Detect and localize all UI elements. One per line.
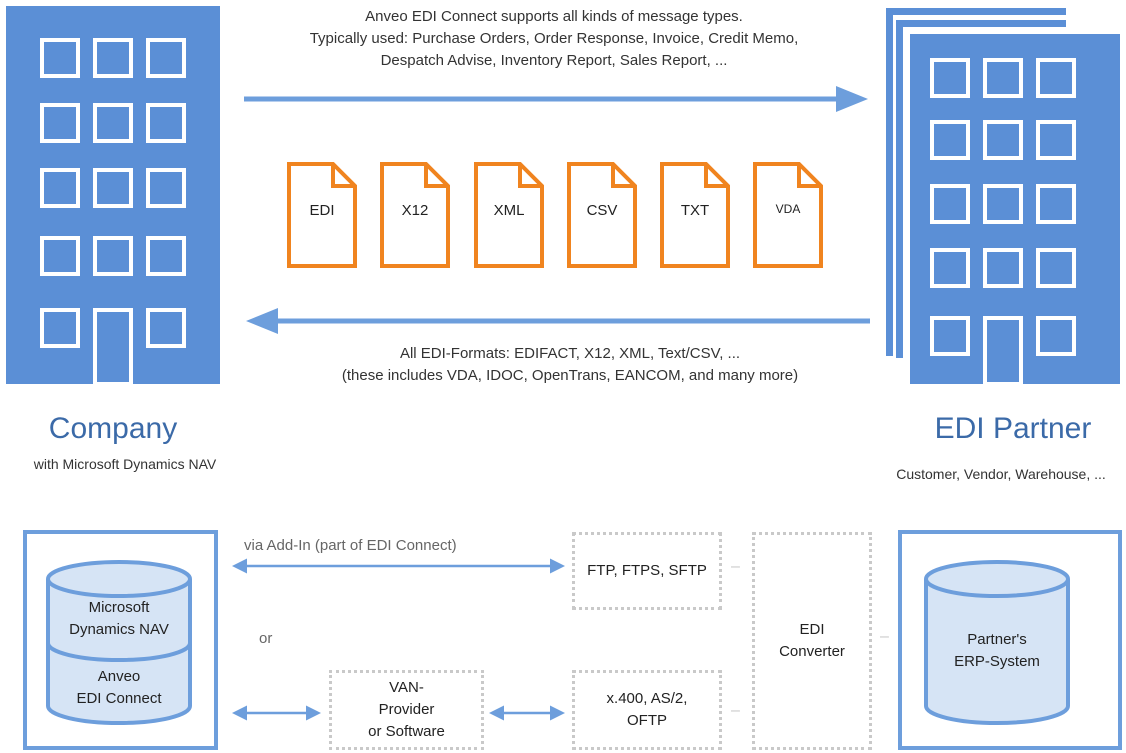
nav-db-top-line-2: Dynamics NAV — [69, 621, 169, 638]
file-label-edi: EDI — [309, 202, 335, 219]
van-provider-box: VAN- Provider or Software — [329, 670, 484, 750]
file-icon-xml — [474, 162, 544, 268]
ftp-box-label: FTP, FTPS, SFTP — [587, 562, 707, 579]
inbound-arrowhead — [246, 308, 278, 334]
file-label-csv: CSV — [586, 202, 618, 219]
nav-db-bottom-line-1: Anveo — [97, 668, 141, 685]
x400-box: x.400, AS/2, OFTP — [572, 670, 722, 750]
file-icon-vda — [753, 162, 823, 268]
converter-line-2: Converter — [779, 643, 845, 660]
outbound-arrowhead — [836, 86, 868, 112]
edi-converter-box: EDI Converter — [752, 532, 872, 750]
nav-database-icon — [46, 560, 192, 725]
partner-building-icon — [886, 8, 1120, 386]
message-types-line-2: Typically used: Purchase Orders, Order R… — [309, 30, 799, 47]
nav-db-bottom-label: Anveo EDI Connect — [48, 666, 190, 710]
company-subtitle: with Microsoft Dynamics NAV — [33, 456, 217, 472]
file-fold-xml — [518, 164, 542, 188]
file-icon-x12 — [380, 162, 450, 268]
edi-formats-line-2: (these includes VDA, IDOC, OpenTrans, EA… — [341, 367, 799, 384]
file-label-txt: TXT — [680, 202, 710, 219]
partner-erp-database-icon — [924, 560, 1070, 725]
format-files — [287, 162, 823, 268]
partner-system-frame — [898, 530, 1122, 750]
file-fold-edi — [331, 164, 355, 188]
file-icon-edi — [287, 162, 357, 268]
file-icon-csv — [567, 162, 637, 268]
or-label: or — [259, 630, 273, 647]
file-icon-txt — [660, 162, 730, 268]
company-building-icon — [6, 6, 220, 386]
partner-db-line-2: ERP-System — [954, 653, 1040, 670]
x400-line-1: x.400, AS/2, — [606, 690, 688, 707]
company-system-frame — [23, 530, 218, 750]
nav-db-top-line-1: Microsoft — [88, 599, 150, 616]
message-types-text: Anveo EDI Connect supports all kinds of … — [244, 6, 864, 72]
connector-dash-1: – — [731, 558, 740, 575]
partner-db-line-1: Partner's — [967, 631, 1027, 648]
partner-db-label: Partner's ERP-System — [926, 629, 1068, 673]
converter-line-1: EDI — [799, 621, 825, 638]
file-label-vda: VDA — [775, 202, 801, 216]
file-label-xml: XML — [493, 202, 525, 219]
van-line-2: Provider — [378, 701, 435, 718]
addin-label: via Add-In (part of EDI Connect) — [244, 537, 457, 554]
partner-subtitle: Customer, Vendor, Warehouse, ... — [896, 466, 1106, 482]
connector-dash-2: – — [731, 702, 740, 719]
company-title: Company — [48, 412, 178, 445]
ftp-box: FTP, FTPS, SFTP — [572, 532, 722, 610]
file-label-x12: X12 — [401, 202, 429, 219]
connector-dash-3: – — [880, 628, 889, 645]
edi-formats-line-1: All EDI-Formats: EDIFACT, X12, XML, Text… — [399, 345, 741, 362]
partner-title: EDI Partner — [934, 412, 1092, 445]
message-types-line-1: Anveo EDI Connect supports all kinds of … — [365, 8, 743, 25]
message-types-line-3: Despatch Advise, Inventory Report, Sales… — [380, 52, 728, 69]
edi-formats-text: All EDI-Formats: EDIFACT, X12, XML, Text… — [270, 343, 870, 387]
x400-line-2: OFTP — [626, 712, 667, 729]
nav-db-top-label: Microsoft Dynamics NAV — [48, 597, 190, 641]
file-fold-csv — [611, 164, 635, 188]
file-fold-vda — [797, 164, 821, 188]
nav-db-bottom-line-2: EDI Connect — [76, 690, 162, 707]
file-fold-x12 — [424, 164, 448, 188]
file-fold-txt — [704, 164, 728, 188]
van-line-1: VAN- — [389, 679, 424, 696]
van-line-3: or Software — [368, 723, 445, 740]
